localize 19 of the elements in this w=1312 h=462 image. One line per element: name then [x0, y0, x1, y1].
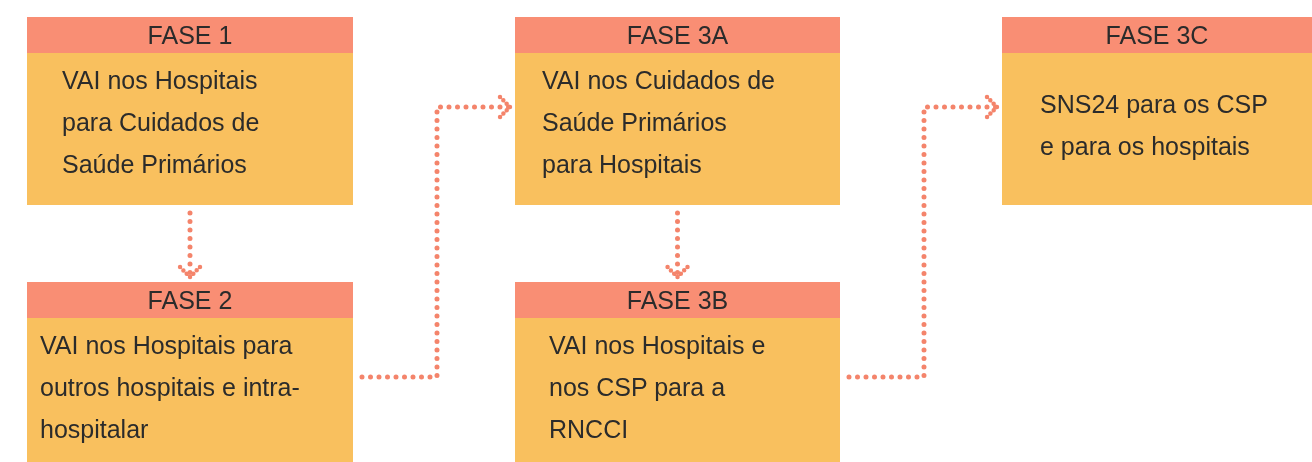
phase-header: FASE 1: [27, 17, 353, 53]
phase-header: FASE 2: [27, 282, 353, 318]
dotted-arrow: [665, 210, 690, 282]
phase-description: VAI nos Hospitais para outros hospitais e intra-hospitalar: [40, 330, 301, 445]
phase-header: FASE 3C: [1002, 17, 1312, 53]
dotted-arrow: [359, 94, 515, 380]
phase-card: [27, 17, 353, 205]
phase-card: [515, 282, 840, 462]
phase-description: VAI nos Cuidados de Saúde Primários para Hospitais: [542, 65, 777, 180]
phase-card: [27, 282, 353, 462]
phase-card: [1002, 17, 1312, 205]
phase-description: VAI nos Hospitais e nos CSP para a RNCCI: [549, 330, 767, 445]
phase-header: FASE 3A: [515, 17, 840, 53]
dotted-arrow: [177, 210, 203, 282]
phase-description: SNS24 para os CSP e para os hospitais: [1040, 89, 1269, 162]
phase-header: FASE 3B: [515, 282, 840, 318]
dotted-arrow: [846, 94, 1002, 380]
phase-card: [515, 17, 840, 205]
phase-description: VAI nos Hospitais para Cuidados de Saúde Primários: [62, 65, 261, 180]
